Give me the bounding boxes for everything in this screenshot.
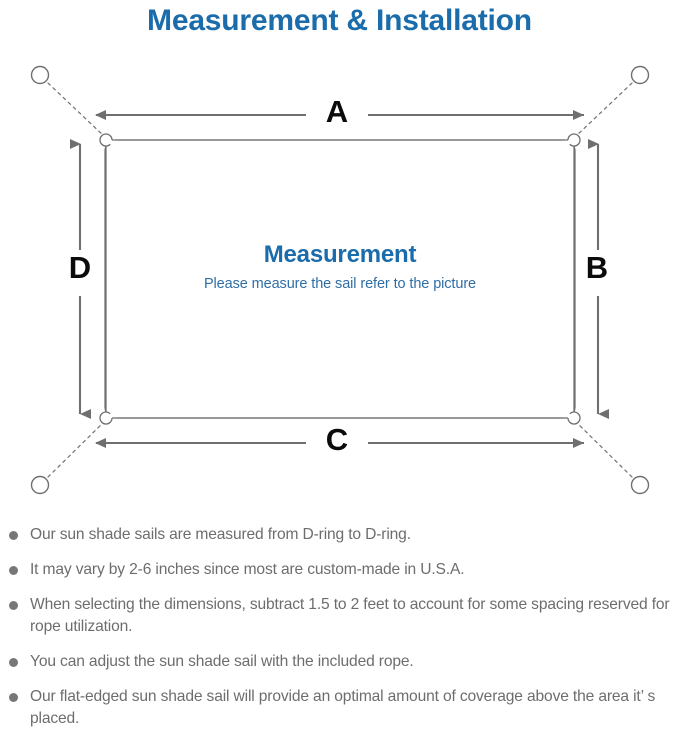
- notes-list: Our sun shade sails are measured from D-…: [0, 524, 679, 730]
- list-item-text: You can adjust the sun shade sail with t…: [30, 653, 414, 670]
- dimension-label-a: A: [325, 94, 349, 129]
- anchor-ring-top-left: [30, 65, 50, 85]
- dimension-label-b: B: [585, 250, 609, 285]
- anchor-ring-bottom-left: [30, 475, 50, 495]
- bullet-icon: [9, 658, 18, 667]
- list-item-text: Our sun shade sails are measured from D-…: [30, 526, 411, 543]
- list-item: Our sun shade sails are measured from D-…: [0, 524, 679, 546]
- anchor-ring-bottom-right: [630, 475, 650, 495]
- list-item-text: When selecting the dimensions, subtract …: [30, 596, 670, 635]
- rope-top-left: [47, 82, 107, 139]
- sail-measurement-diagram: A B C D Measurement Please measure the s…: [0, 48, 679, 518]
- list-item: When selecting the dimensions, subtract …: [0, 594, 679, 638]
- list-item: It may vary by 2-6 inches since most are…: [0, 559, 679, 581]
- anchor-ring-top-right: [630, 65, 650, 85]
- sail-body: [104, 139, 576, 419]
- bullet-icon: [9, 693, 18, 702]
- list-item-text: It may vary by 2-6 inches since most are…: [30, 561, 465, 578]
- rope-bottom-left: [47, 419, 107, 478]
- bullet-icon: [9, 566, 18, 575]
- list-item: You can adjust the sun shade sail with t…: [0, 651, 679, 673]
- bullet-icon: [9, 531, 18, 540]
- rope-top-right: [573, 82, 633, 139]
- bullet-icon: [9, 601, 18, 610]
- diagram-svg: [30, 65, 650, 495]
- dimension-label-d: D: [68, 250, 92, 285]
- list-item-text: Our flat-edged sun shade sail will provi…: [30, 688, 656, 727]
- rope-bottom-right: [573, 419, 633, 478]
- dimension-label-c: C: [325, 422, 349, 457]
- page-title: Measurement & Installation: [147, 4, 532, 37]
- list-item: Our flat-edged sun shade sail will provi…: [0, 686, 679, 730]
